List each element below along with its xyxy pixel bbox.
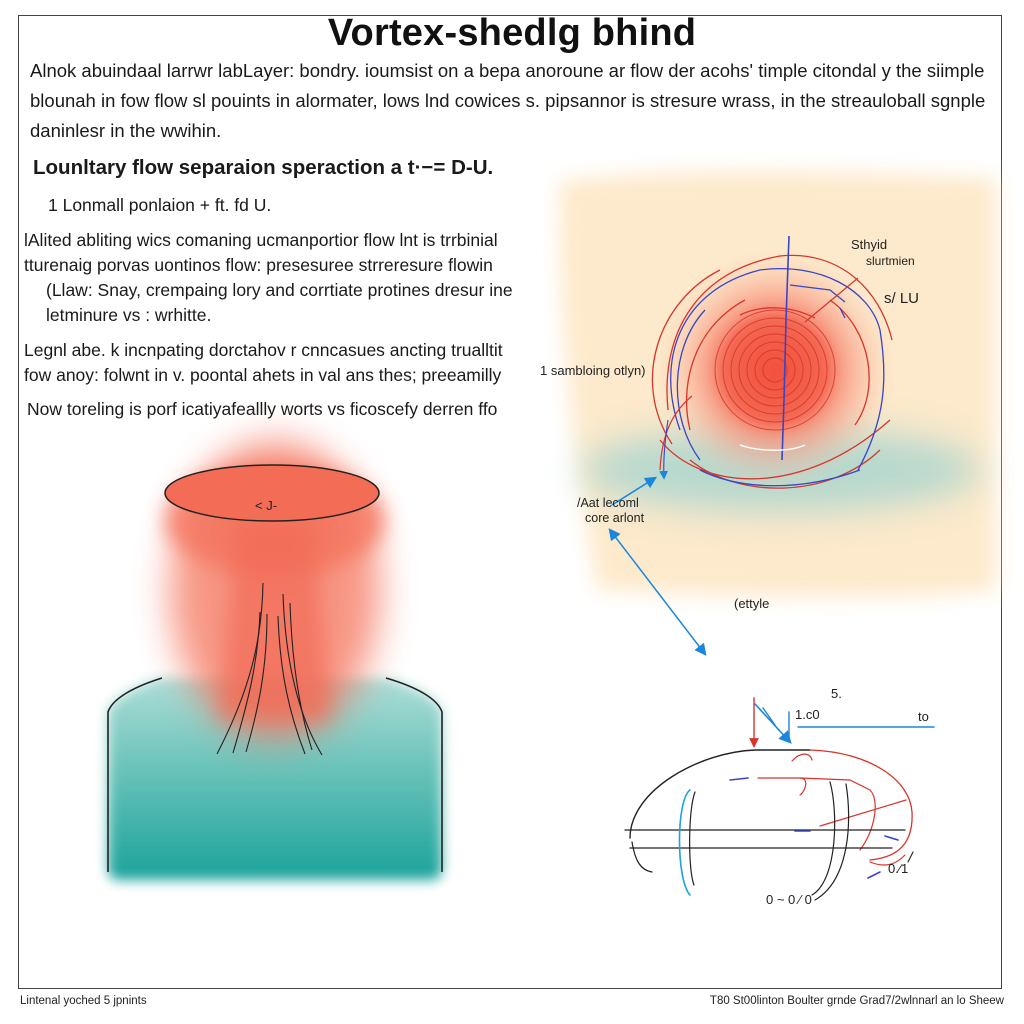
- paragraph-line: lAlited abliting wics comaning ucmanport…: [24, 230, 498, 250]
- paragraph-line: tturenaig porvas uontinos flow: presesur…: [24, 255, 493, 275]
- profile-right-bottom-label: 0.⁄1: [888, 861, 909, 876]
- exponent-label: 5.: [831, 686, 842, 701]
- body-paragraph-3: Now toreling is porf icatiyafeallly wort…: [27, 397, 497, 422]
- velocity-label: s/ LU: [884, 290, 920, 307]
- page-title: Vortex-shedlg bhind: [327, 12, 697, 54]
- body-paragraph-2: Legnl abe. k incnpating dorctahov r cnnc…: [24, 338, 503, 388]
- left-callout-label: 1 sambloing otlyn): [540, 363, 646, 378]
- body-paragraph-1: lAlited abliting wics comaning ucmanport…: [24, 228, 513, 328]
- paragraph-line: Legnl abe. k incnpating dorctahov r cnnc…: [24, 340, 503, 360]
- vortex-diagram: [559, 171, 996, 656]
- footer-right-caption: T80 St00linton Boulter grnde Grad7/2wlnn…: [709, 995, 1004, 1007]
- section-sub-item: 1 Lonmall ponlaion + ft. fd U.: [48, 195, 272, 215]
- intro-line: Alnok abuindaal larrwr labLayer: bondry.…: [30, 60, 985, 81]
- intro-line: daninlesr in the wwihin.: [30, 120, 222, 141]
- style-label: (ettyle: [734, 596, 770, 611]
- intro-paragraph: Alnok abuindaal larrwr labLayer: bondry.…: [30, 56, 990, 146]
- stagnation-label: Sthyid: [851, 237, 888, 252]
- profile-bottom-label: 0 ~ 0 ⁄ 0: [766, 892, 812, 907]
- intro-line: blounah in fow flow sl pouints in alorma…: [30, 90, 986, 111]
- cylinder-plume-diagram: [107, 440, 443, 880]
- profile-right-top-label: to: [918, 709, 929, 724]
- paragraph-line: fow anoy: folwnt in v. poontal ahets in …: [24, 365, 502, 385]
- paragraph-line: Now toreling is porf icatiyafeallly wort…: [27, 399, 498, 419]
- arrow-callout-line2: core arlont: [585, 511, 645, 525]
- velocity-profile-diagram: [624, 697, 935, 901]
- stagnation-sublabel: slurtmien: [866, 254, 915, 268]
- footer-left-caption: Lintenal yoched 5 jpnints: [20, 995, 147, 1007]
- profile-top-value: 1.c0: [795, 707, 820, 722]
- paragraph-line: (Llaw: Snay, crempaing lory and corrtiat…: [46, 280, 513, 300]
- paragraph-line: letminure vs : wrhitte.: [46, 305, 212, 325]
- page-frame: [18, 15, 1002, 989]
- section-heading: Lounltary flow separaion speraction a t·…: [33, 156, 494, 179]
- cylinder-top-label: < J-: [255, 498, 277, 513]
- arrow-callout-line1: /Aat lecoml: [577, 496, 639, 510]
